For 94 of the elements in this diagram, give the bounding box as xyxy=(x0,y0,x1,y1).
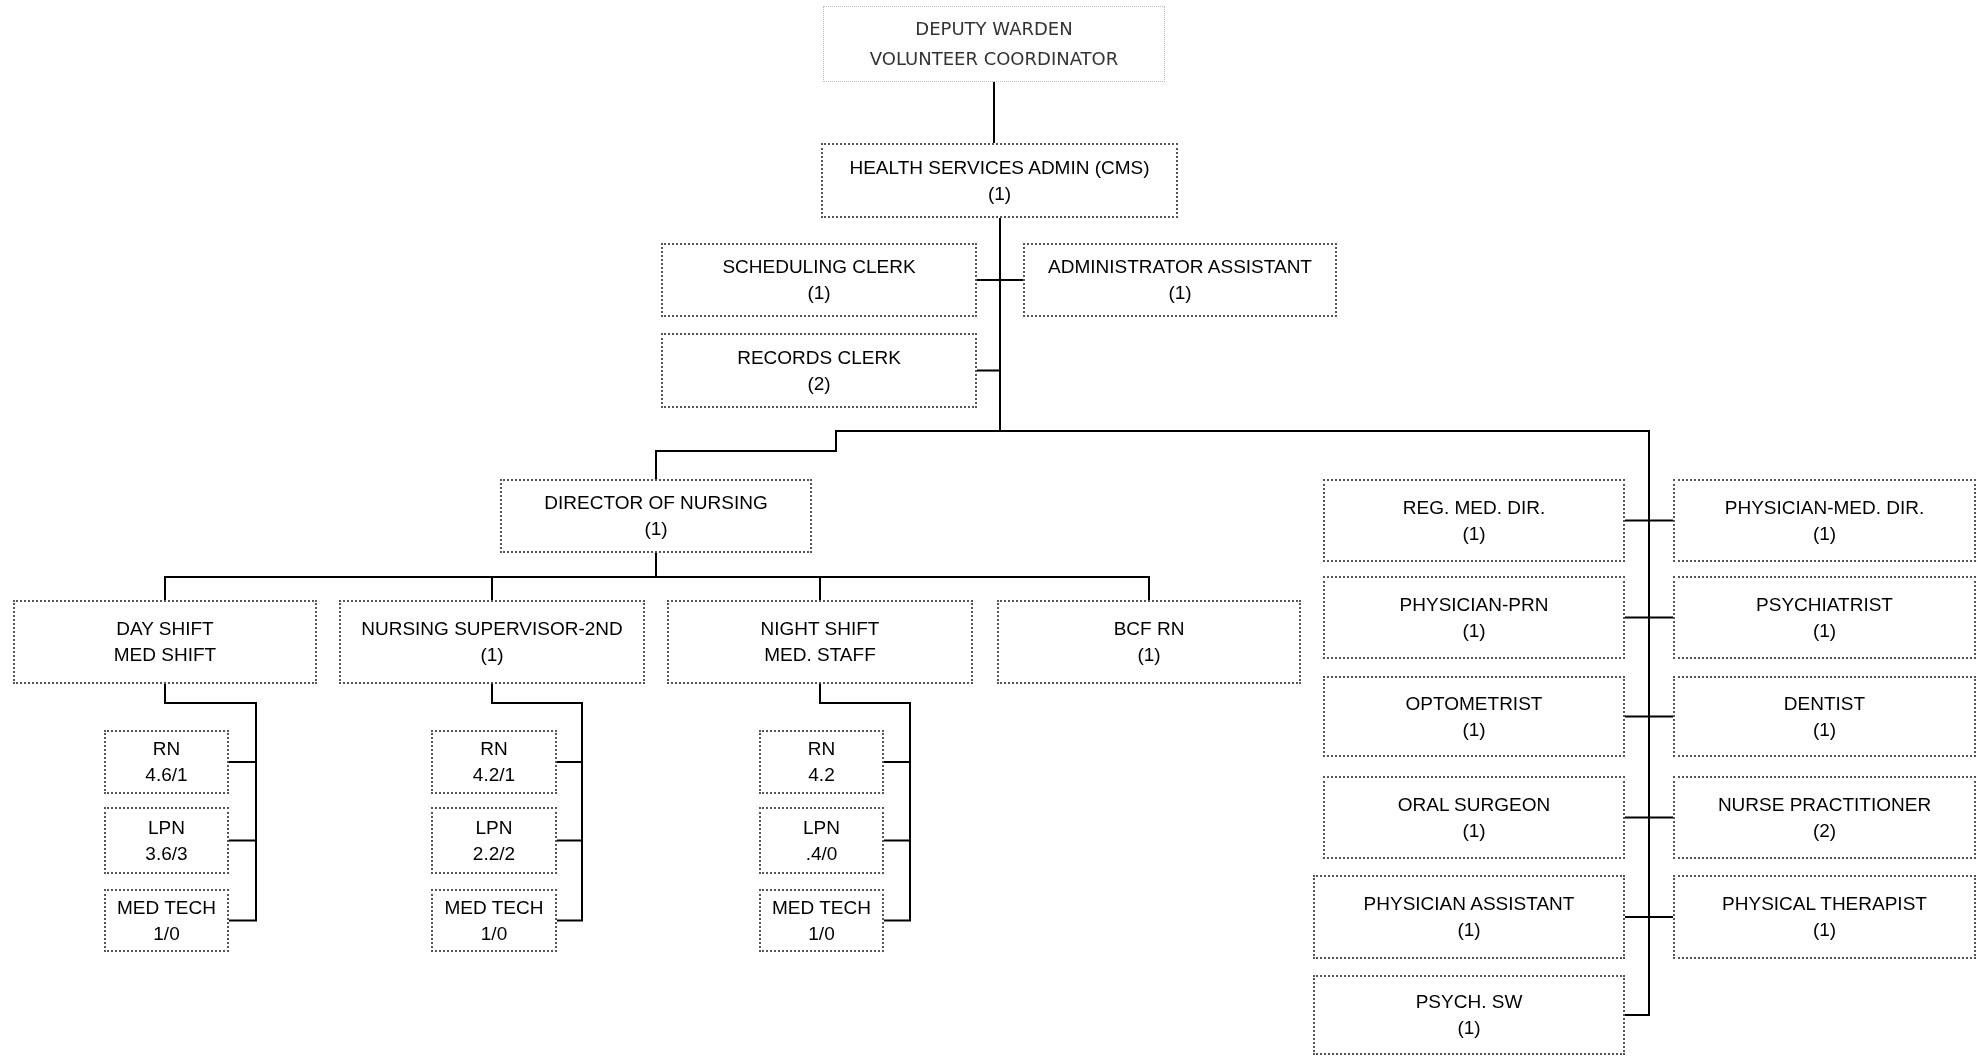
connector-line xyxy=(164,683,257,922)
role-label: NURSE PRACTITIONER xyxy=(1717,792,1932,817)
role-label: RN xyxy=(480,737,508,761)
role-label: (1) xyxy=(1812,717,1837,742)
role-label: MED TECH xyxy=(117,895,216,920)
role-label: ORAL SURGEON xyxy=(1397,792,1551,817)
role-label: RECORDS CLERK xyxy=(737,345,901,370)
role-label: (1) xyxy=(807,281,831,305)
role-label: OPTOMETRIST xyxy=(1405,691,1543,716)
role-label: PHYSICAL THERAPIST xyxy=(1722,892,1927,916)
role-label: SCHEDULING CLERK xyxy=(722,255,916,279)
role-label: PHYSICIAN-PRN xyxy=(1399,592,1549,617)
role-label: PHYSICIAN-MED. DIR. xyxy=(1724,495,1925,520)
role-label: DAY SHIFT xyxy=(116,617,214,641)
role-box xyxy=(667,600,973,684)
role-label: LPN xyxy=(148,815,185,840)
role-label: (1) xyxy=(1137,643,1161,667)
role-box xyxy=(1323,676,1625,757)
role-label: (1) xyxy=(644,517,668,541)
role-label: (1) xyxy=(1812,521,1837,546)
title-box xyxy=(823,6,1165,82)
role-label: MED TECH xyxy=(444,895,544,920)
role-label: (1) xyxy=(1462,521,1486,546)
role-box xyxy=(1673,676,1976,757)
connector-line xyxy=(819,683,911,922)
role-label: 1/0 xyxy=(153,921,180,946)
role-label: NURSING SUPERVISOR-2ND xyxy=(361,617,623,641)
role-box xyxy=(1323,576,1625,659)
role-label: REG. MED. DIR. xyxy=(1402,495,1546,520)
role-label: DIRECTOR OF NURSING xyxy=(544,491,768,515)
role-label: (1) xyxy=(1812,918,1837,942)
role-label: (1) xyxy=(1168,281,1192,305)
role-box xyxy=(759,807,884,874)
role-box xyxy=(661,243,977,317)
role-label: 3.6/3 xyxy=(145,841,188,866)
role-label: LPN xyxy=(475,815,513,840)
role-label: 4.6/1 xyxy=(145,763,188,787)
role-box xyxy=(1313,875,1625,959)
role-label: (1) xyxy=(1462,818,1486,843)
role-label: 1/0 xyxy=(808,921,835,946)
role-box xyxy=(1673,776,1976,859)
role-label: BCF RN xyxy=(1113,617,1185,641)
role-label: PHYSICIAN ASSISTANT xyxy=(1363,892,1575,916)
role-box xyxy=(1323,776,1625,859)
role-label: (1) xyxy=(1812,618,1837,643)
role-box xyxy=(1313,975,1625,1055)
role-label: NIGHT SHIFT xyxy=(760,617,880,641)
role-label: PSYCH. SW xyxy=(1415,990,1523,1014)
role-label: RN xyxy=(152,737,181,761)
role-box xyxy=(1323,479,1625,562)
role-box xyxy=(1673,875,1976,959)
role-label: VOLUNTEER COORDINATOR xyxy=(869,47,1119,71)
role-label: 4.2 xyxy=(808,763,835,787)
role-label: PSYCHIATRIST xyxy=(1756,592,1893,617)
role-box xyxy=(1023,243,1337,317)
role-label: 1/0 xyxy=(480,921,508,946)
role-label: (2) xyxy=(807,371,831,396)
role-label: (1) xyxy=(1457,1016,1481,1040)
role-box xyxy=(661,333,977,408)
role-label: .4/0 xyxy=(805,841,838,866)
role-label: MED TECH xyxy=(772,895,871,920)
role-label: LPN xyxy=(803,815,840,840)
role-label: MED. STAFF xyxy=(764,643,876,667)
role-box xyxy=(104,807,229,874)
role-label: (1) xyxy=(1457,918,1481,942)
role-box xyxy=(1673,576,1976,659)
role-box xyxy=(431,889,557,952)
role-box xyxy=(339,600,645,684)
role-box xyxy=(431,807,557,874)
connector-line xyxy=(491,683,583,922)
connector-line xyxy=(993,81,995,144)
role-label: (2) xyxy=(1812,818,1837,843)
role-label: DENTIST xyxy=(1783,691,1866,716)
role-label: 2.2/2 xyxy=(472,841,516,866)
role-box xyxy=(759,730,884,794)
role-label: DEPUTY WARDEN xyxy=(915,17,1073,41)
role-box xyxy=(1673,479,1976,562)
role-label: 4.2/1 xyxy=(472,763,516,787)
role-label: (1) xyxy=(1462,717,1486,742)
role-label: (1) xyxy=(480,643,504,667)
role-label: HEALTH SERVICES ADMIN (CMS) xyxy=(849,155,1150,180)
role-label: (1) xyxy=(1462,618,1486,643)
role-label: MED SHIFT xyxy=(113,643,217,667)
role-box xyxy=(13,600,317,684)
role-box xyxy=(431,730,557,794)
role-box xyxy=(759,889,884,952)
role-box xyxy=(821,143,1178,218)
role-box xyxy=(500,479,812,553)
role-label: (1) xyxy=(987,181,1012,206)
role-label: RN xyxy=(807,737,836,761)
role-box xyxy=(104,889,229,952)
role-label: ADMINISTRATOR ASSISTANT xyxy=(1048,255,1312,279)
role-box xyxy=(997,600,1301,684)
role-box xyxy=(104,730,229,794)
